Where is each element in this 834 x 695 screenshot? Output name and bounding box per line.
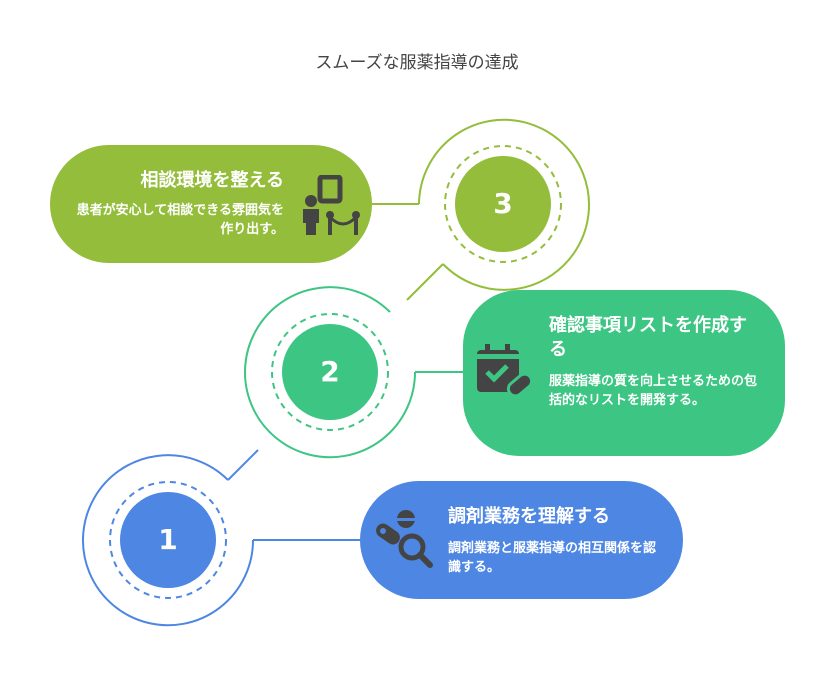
step1-heading: 調剤業務を理解する: [448, 506, 610, 527]
step1-description: 調剤業務と服薬指導の相互関係を認識する。: [448, 541, 657, 575]
step1-circle: [120, 492, 216, 588]
step3-number: 3: [493, 187, 513, 220]
consultation-space-icon: [303, 175, 360, 235]
step3-circle: [455, 156, 551, 252]
step2-card: 確認事項リストを作成する 服薬指導の質を向上させるための包括的なリストを開発する…: [463, 290, 785, 456]
step3-heading: 相談環境を整える: [140, 170, 284, 191]
calendar-check-pill-icon: [477, 344, 534, 398]
step3-outer-arc: [418, 118, 590, 291]
diagram-title: スムーズな服薬指導の達成: [315, 53, 519, 73]
step2-heading: 確認事項リストを作成する: [549, 315, 747, 360]
step2-description: 服薬指導の質を向上させるための包括的なリストを開発する。: [549, 374, 758, 408]
step2-dashed-ring: [271, 313, 389, 431]
step3-card: 相談環境を整える 患者が安心して相談できる雰囲気を作り出す。: [50, 145, 372, 263]
step2-number: 2: [320, 355, 340, 388]
step2-to-step1-connector: [227, 449, 259, 481]
step3-description: 患者が安心して相談できる雰囲気を作り出す。: [76, 203, 284, 237]
step1-dashed-ring: [109, 481, 227, 599]
step3-to-step2-connector: [406, 263, 444, 301]
step1-outer-arc: [82, 454, 254, 627]
step1-card: 調剤業務を理解する 調剤業務と服薬指導の相互関係を認識する。: [360, 481, 683, 599]
pill-magnifier-icon: [376, 510, 433, 568]
step1-number: 1: [158, 523, 178, 556]
step2-circle: [282, 324, 378, 420]
step3-dashed-ring: [444, 145, 562, 263]
step2-outer-arc: [244, 286, 416, 459]
